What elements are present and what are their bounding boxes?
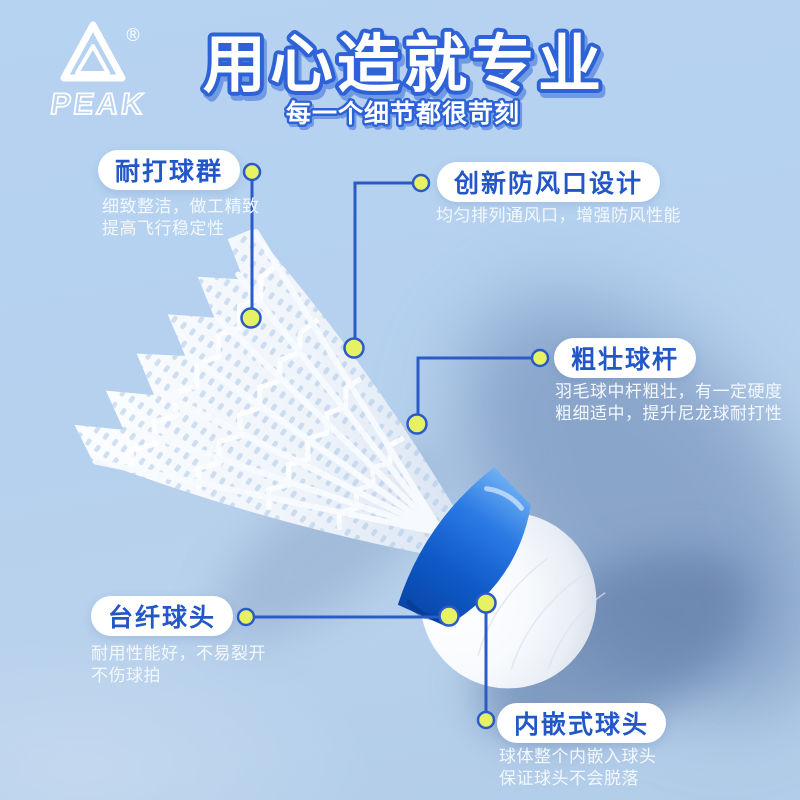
callout-pill-embedded-head: 内嵌式球头 <box>497 703 667 743</box>
logo-inner-triangle-icon <box>75 44 110 75</box>
peak-logo: ® PEAK <box>47 21 149 122</box>
registered-mark: ® <box>126 25 139 45</box>
callout-label: 耐打球群 <box>115 158 224 186</box>
desc-line: 耐用性能好，不易裂开 <box>91 644 266 663</box>
logo-triangle-icon <box>60 21 126 82</box>
callout-label: 创新防风口设计 <box>454 170 644 198</box>
callout-dot <box>343 337 365 359</box>
callout-desc-embedded-head: 球体整个内嵌入球头 保证球头不会脱落 <box>499 746 657 790</box>
blue-band <box>397 467 532 627</box>
callout-desc-durable-skirt: 细致整洁，做工精致 提高飞行稳定性 <box>102 196 260 240</box>
page-title: 用心造就专业 <box>203 30 605 100</box>
band-highlight <box>483 486 525 511</box>
callout-dot <box>438 605 460 627</box>
skirt-ribs <box>92 229 440 535</box>
callout-label: 粗壮球杆 <box>571 346 680 374</box>
callout-desc-head-material: 耐用性能好，不易裂开 不伤球拍 <box>91 643 266 687</box>
desc-line: 细致整洁，做工精致 <box>102 197 260 216</box>
page-subtitle-shadow: 每一个细节都很苛刻 <box>288 102 522 131</box>
desc-line: 羽毛球中杆粗壮，有一定硬度 <box>555 382 783 401</box>
callout-pill-wind-vents: 创新防风口设计 <box>437 162 661 202</box>
callout-desc-wind-vents: 均匀排列通风口，增强防风性能 <box>436 205 681 227</box>
desc-line: 均匀排列通风口，增强防风性能 <box>436 206 681 225</box>
callout-dot <box>242 162 262 182</box>
callout-dot <box>240 307 262 329</box>
callout-pill-durable-skirt: 耐打球群 <box>98 150 241 190</box>
callout-dot <box>475 592 497 614</box>
desc-line: 提高飞行稳定性 <box>102 219 225 238</box>
callout-dot <box>530 348 550 368</box>
desc-line: 保证球头不会脱落 <box>499 769 639 788</box>
leader-sturdy-shaft <box>416 356 540 424</box>
shuttlecock <box>74 229 606 689</box>
callout-label: 台纤球头 <box>108 604 217 632</box>
page-title-shadow: 用心造就专业 <box>206 35 608 105</box>
leader-lines <box>246 172 540 720</box>
header: 用心造就专业 用心造就专业 每一个细节都很苛刻 每一个细节都很苛刻 <box>199 26 608 134</box>
shuttle-skirt-mesh <box>74 229 457 555</box>
callout-dot <box>236 607 256 627</box>
desc-line: 不伤球拍 <box>91 666 161 685</box>
desc-line: 球体整个内嵌入球头 <box>499 747 657 766</box>
desc-line: 粗细适中，提升尼龙球耐打性 <box>555 404 783 423</box>
callout-pill-sturdy-shaft: 粗壮球杆 <box>554 338 697 378</box>
page-subtitle: 每一个细节都很苛刻 <box>286 99 520 128</box>
callout-dot <box>411 173 431 193</box>
callout-desc-sturdy-shaft: 羽毛球中杆粗壮，有一定硬度 粗细适中，提升尼龙球耐打性 <box>555 381 783 425</box>
logo-wordmark: PEAK <box>48 88 148 121</box>
callout-dots <box>236 162 550 730</box>
callout-dot <box>476 710 496 730</box>
callout-pill-head-material: 台纤球头 <box>91 596 234 636</box>
callout-label: 内嵌式球头 <box>514 711 650 739</box>
leader-wind-vents <box>353 181 421 348</box>
callout-dot <box>406 413 428 435</box>
